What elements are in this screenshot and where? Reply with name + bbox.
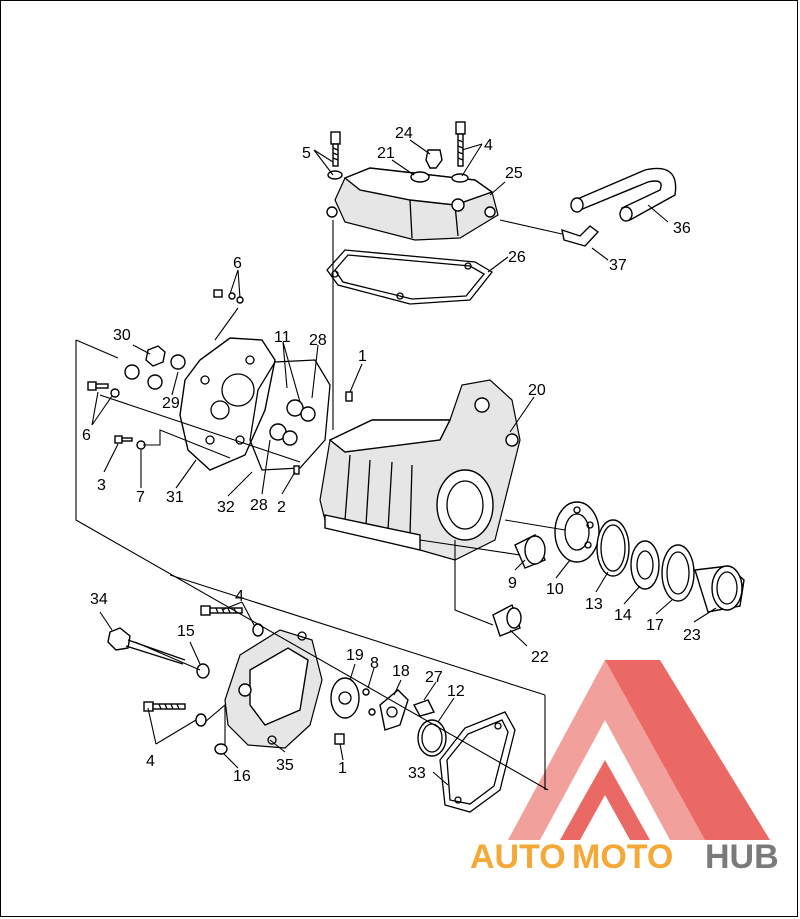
pin-27 [412, 699, 436, 717]
bushing-22 [492, 604, 522, 637]
callout-27: 27 [425, 669, 443, 686]
callout-23: 23 [683, 627, 701, 644]
top-cover-25 [326, 167, 499, 241]
callout-30: 30 [113, 327, 131, 344]
callout-25: 25 [505, 165, 523, 182]
nut-30 [124, 345, 186, 390]
shift-shaft-34 [107, 627, 186, 665]
washer-14 [630, 540, 660, 590]
callout-32: 32 [217, 499, 235, 516]
callout-22: 22 [531, 649, 549, 666]
callout-6: 6 [82, 427, 91, 444]
watermark-text: AUTO MOTO HUB [470, 838, 779, 876]
callout-14: 14 [614, 607, 632, 624]
seal-17 [661, 544, 695, 602]
callout-11: 11 [274, 329, 291, 346]
transmission-case-20 [319, 379, 521, 561]
watermark-hub: HUB [705, 838, 779, 876]
callout-4: 4 [235, 588, 244, 605]
callout-4: 4 [484, 137, 493, 154]
callout-9: 9 [508, 575, 517, 592]
hose-36 [570, 167, 677, 222]
callout-19: 19 [346, 647, 364, 664]
leader-lines [91, 139, 717, 786]
callout-13: 13 [585, 596, 603, 613]
callout-29: 29 [162, 395, 180, 412]
callout-10: 10 [546, 581, 564, 598]
bolt-5 [327, 131, 343, 180]
circlip-12 [417, 719, 447, 757]
bearing-9 [514, 534, 546, 569]
callout-33: 33 [408, 765, 426, 782]
callout-15: 15 [177, 623, 195, 640]
cover-31 [179, 337, 276, 471]
cam-plate-19 [330, 677, 376, 745]
callout-6: 6 [233, 255, 242, 272]
watermark-logo [508, 660, 770, 840]
bearing-10 [554, 501, 600, 563]
watermark-moto: MOTO [572, 838, 673, 876]
watermark-auto: AUTO [470, 838, 566, 876]
ring-13 [596, 519, 630, 577]
callout-5: 5 [302, 145, 311, 162]
bolt-4-top [451, 121, 469, 183]
callout-3: 3 [97, 477, 106, 494]
callout-26: 26 [508, 249, 526, 266]
screws-left [87, 289, 353, 475]
callout-36: 36 [673, 220, 691, 237]
callout-2: 2 [277, 499, 286, 516]
callout-16: 16 [233, 768, 251, 785]
washers-15-16 [196, 663, 228, 755]
callout-34: 34 [90, 591, 108, 608]
callout-1: 1 [358, 348, 367, 365]
gasket-32 [249, 359, 331, 471]
callout-17: 17 [646, 617, 664, 634]
elbow-fitting-37 [561, 225, 600, 247]
gasket-33 [439, 711, 516, 813]
cover-35 [224, 629, 323, 749]
callout-28: 28 [250, 497, 268, 514]
callout-12: 12 [447, 683, 465, 700]
bolt-4-lower [143, 605, 264, 727]
callout-31: 31 [166, 489, 184, 506]
callout-20: 20 [528, 382, 546, 399]
sleeve-23 [694, 565, 745, 613]
assembly-lines [75, 219, 566, 791]
callout-4: 4 [146, 753, 155, 770]
callout-24: 24 [395, 125, 413, 142]
gasket-26 [326, 249, 493, 305]
callout-35: 35 [276, 757, 294, 774]
callout-37: 37 [609, 257, 627, 274]
callout-28: 28 [309, 332, 327, 349]
callout-21: 21 [377, 145, 395, 162]
callout-8: 8 [370, 655, 379, 672]
vent-fitting-24 [410, 149, 443, 183]
callout-labels: 5 24 21 4 25 36 37 26 6 30 11 28 1 20 29… [82, 125, 701, 785]
callout-1: 1 [338, 760, 347, 777]
callout-7: 7 [136, 489, 145, 506]
callout-18: 18 [392, 663, 410, 680]
